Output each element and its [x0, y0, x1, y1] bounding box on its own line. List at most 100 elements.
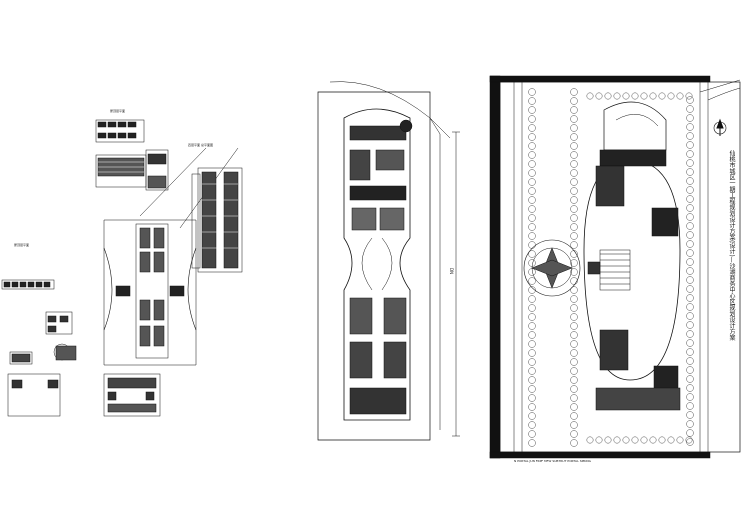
tree-symbol [686, 321, 694, 329]
tree-symbol [570, 169, 578, 177]
tree-symbol [604, 92, 612, 100]
tree-symbol [686, 195, 694, 203]
tree-symbol [686, 114, 694, 122]
tree-symbol [570, 376, 578, 384]
tree-symbol [528, 340, 536, 348]
tree-symbol [631, 92, 639, 100]
tree-symbol [658, 436, 666, 444]
tree-symbol [686, 177, 694, 185]
tree-symbol [686, 276, 694, 284]
tree-symbol [686, 123, 694, 131]
tree-symbol [570, 205, 578, 213]
tree-symbol [686, 258, 694, 266]
tree-symbol [686, 348, 694, 356]
tree-symbol [570, 331, 578, 339]
tree-symbol [570, 349, 578, 357]
tree-symbol [528, 88, 536, 96]
tree-symbol [528, 439, 536, 447]
tree-symbol [686, 438, 694, 446]
tree-symbol [631, 436, 639, 444]
tree-symbol [686, 267, 694, 275]
tree-symbol [528, 403, 536, 411]
tree-symbol [686, 150, 694, 158]
tree-symbol [595, 436, 603, 444]
tree-symbol [570, 88, 578, 96]
tree-symbol [570, 115, 578, 123]
tree-symbol [586, 92, 594, 100]
north-arrow-icon [713, 118, 727, 136]
tree-symbol [686, 429, 694, 437]
tree-symbol [686, 168, 694, 176]
tree-symbol [676, 436, 684, 444]
tree-symbol [686, 249, 694, 257]
tree-symbol [570, 232, 578, 240]
tree-symbol [686, 303, 694, 311]
tree-symbol [570, 340, 578, 348]
dimension-label: DN [449, 268, 454, 274]
tree-symbol [570, 313, 578, 321]
tree-symbol [622, 92, 630, 100]
tree-symbol [528, 268, 536, 276]
tree-symbol [528, 277, 536, 285]
tree-symbol [570, 241, 578, 249]
tree-symbol [686, 186, 694, 194]
tree-symbol [570, 133, 578, 141]
tree-symbol [528, 385, 536, 393]
tree-symbol [528, 115, 536, 123]
tree-symbol [570, 286, 578, 294]
tree-symbol [528, 421, 536, 429]
tree-symbol [570, 277, 578, 285]
tree-symbol [595, 92, 603, 100]
tree-symbol [685, 92, 693, 100]
left-strip-label: 屋顶层平面 [14, 242, 29, 247]
title-block-text: 仙桃市城区一期工程规划设计方案(设计)—沙湖商务中心区规划设计方案 [728, 150, 735, 341]
tree-symbol [528, 160, 536, 168]
tree-symbol [570, 295, 578, 303]
tree-symbol [570, 124, 578, 132]
tree-symbol [676, 92, 684, 100]
tree-symbol [570, 97, 578, 105]
tree-symbol [528, 358, 536, 366]
tree-symbol [570, 430, 578, 438]
tree-symbol [686, 339, 694, 347]
tree-symbol [686, 375, 694, 383]
lower-right-plan-b [103, 373, 161, 417]
tree-symbol [528, 124, 536, 132]
tree-symbol [686, 294, 694, 302]
tree-symbol [649, 92, 657, 100]
tree-symbol [528, 214, 536, 222]
tree-symbol [528, 304, 536, 312]
tree-symbol [528, 97, 536, 105]
tree-symbol [528, 349, 536, 357]
tree-symbol [528, 430, 536, 438]
tree-symbol [686, 132, 694, 140]
tree-symbol [686, 420, 694, 428]
lower-left-plan-a [7, 311, 77, 417]
upper-floor-plan [95, 149, 169, 191]
tree-symbol [570, 214, 578, 222]
tree-symbol [570, 106, 578, 114]
tree-symbol [528, 223, 536, 231]
tree-symbol [570, 268, 578, 276]
tree-symbol [528, 250, 536, 258]
tree-symbol [528, 106, 536, 114]
tree-symbol [570, 250, 578, 258]
roof-plan-label: 屋顶层平面 [110, 108, 125, 113]
tree-symbol [570, 151, 578, 159]
tree-symbol [528, 196, 536, 204]
middle-panel-site-plan [317, 81, 460, 441]
tree-symbol [686, 357, 694, 365]
tree-symbol [686, 366, 694, 374]
left-panel-floor-plans [1, 119, 243, 417]
tree-symbol [686, 411, 694, 419]
tree-symbol [528, 322, 536, 330]
floor-plan-label: 四层平面 总平面图 [188, 142, 213, 147]
tree-symbol [649, 436, 657, 444]
tree-symbol [686, 105, 694, 113]
tree-symbol [640, 436, 648, 444]
tree-symbol [686, 285, 694, 293]
right-panel-landscape-plan [489, 75, 741, 459]
tree-symbol [528, 232, 536, 240]
tree-symbol [613, 92, 621, 100]
tree-symbol [570, 187, 578, 195]
